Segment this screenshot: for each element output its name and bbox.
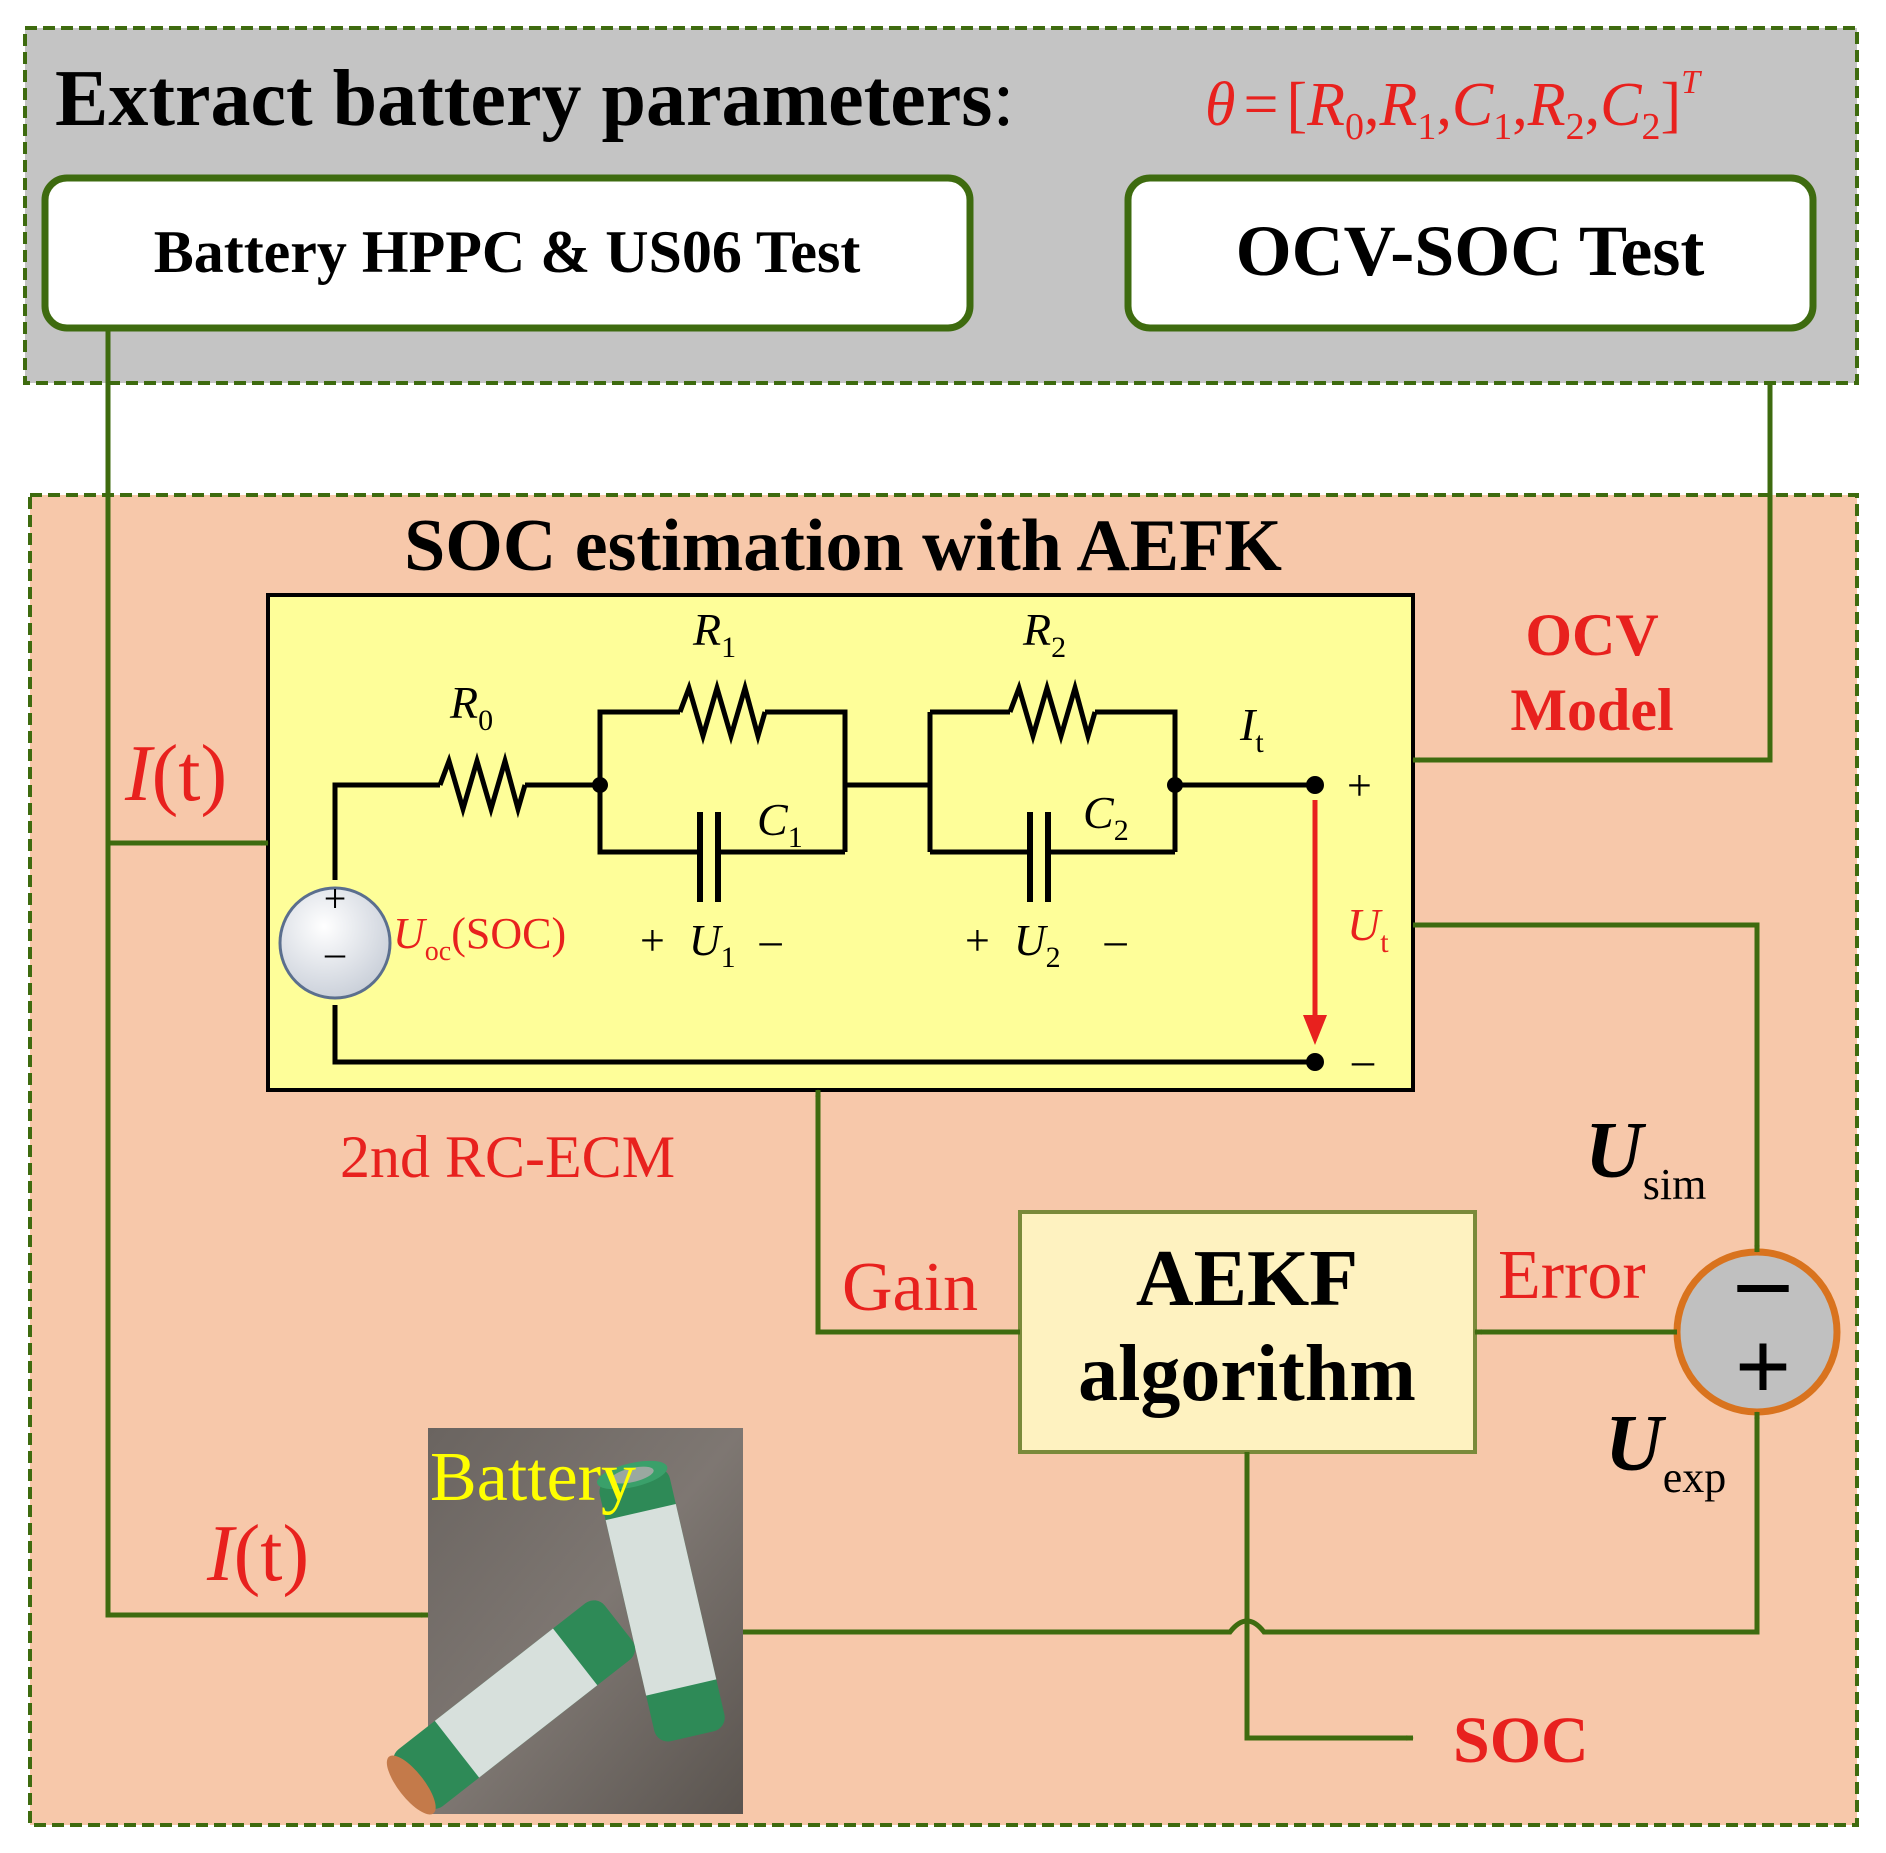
soc-output-line — [1244, 1452, 1414, 1741]
soc-estimation-title: SOC estimation with AEFK — [404, 505, 1282, 587]
gain-label: Gain — [842, 1249, 978, 1326]
ecm-circuit-panel — [266, 593, 1415, 1092]
u2-polarity-label: +U2– — [965, 916, 1128, 974]
u1-polarity-label: +U1– — [640, 916, 783, 974]
u-sim-label: Usim — [1585, 1107, 1706, 1209]
aekf-algorithm-box — [1018, 1210, 1477, 1454]
node-dot — [1167, 777, 1183, 793]
parameter-extraction-section: Extract battery parameters: θ=[R0,R1,C1,… — [23, 26, 1859, 385]
battery-cell-icon — [596, 1460, 725, 1742]
ut-label: Ut — [1347, 899, 1389, 959]
voltage-source-icon — [278, 886, 392, 1000]
error-label: Error — [1498, 1237, 1646, 1314]
r0-label: R0 — [449, 677, 493, 737]
source-minus-sign: – — [324, 930, 346, 975]
aekf-label-line2: algorithm — [1078, 1330, 1416, 1418]
c1-label: C1 — [757, 794, 803, 854]
ocv-model-label-line2: Model — [1510, 677, 1673, 743]
current-input-label: I(t) — [124, 730, 227, 818]
soc-estimation-section: SOC estimation with AEFK + – R0 — [28, 493, 1859, 1827]
it-label: It — [1239, 699, 1264, 759]
r0-resistor — [437, 751, 528, 819]
c2-capacitor — [1027, 812, 1051, 902]
hppc-test-box — [41, 174, 974, 332]
c2-label: C2 — [1083, 787, 1129, 847]
r1-resistor — [677, 678, 768, 746]
battery-photo-label: Battery — [430, 1439, 636, 1516]
r2-resistor — [1007, 678, 1098, 746]
c1-capacitor — [697, 812, 721, 902]
soc-output-label: SOC — [1453, 1704, 1589, 1777]
ocv-model-label-line1: OCV — [1525, 602, 1658, 668]
comparator-minus-sign: – — [1737, 1223, 1789, 1334]
hppc-test-label: Battery HPPC & US06 Test — [154, 219, 861, 285]
terminal-negative-dot — [1306, 1053, 1324, 1071]
ocv-model-line — [1412, 383, 1773, 763]
terminal-plus-sign: + — [1347, 761, 1372, 810]
r2-label: R2 — [1022, 604, 1066, 664]
section-title: Extract battery parameters: — [55, 55, 1015, 143]
u-sim-line — [1413, 922, 1760, 1253]
ut-arrow-head-icon — [1303, 1015, 1327, 1045]
terminal-minus-sign: – — [1351, 1036, 1375, 1085]
r1-label: R1 — [692, 604, 736, 664]
theta-formula: θ=[R0,R1,C1,R2,C2]T — [1205, 64, 1702, 148]
terminal-positive-dot — [1306, 776, 1324, 794]
comparator-plus-sign: + — [1735, 1311, 1792, 1422]
source-plus-sign: + — [324, 876, 347, 921]
circuit-wires — [332, 709, 1315, 1065]
uoc-label: Uoc(SOC) — [393, 909, 566, 967]
ecm-model-label: 2nd RC-ECM — [340, 1124, 675, 1190]
battery-photo: Battery — [386, 1428, 743, 1815]
battery-cell-icon — [386, 1600, 636, 1815]
u-exp-label: Uexp — [1605, 1400, 1726, 1502]
ocv-soc-test-label: OCV-SOC Test — [1236, 211, 1705, 291]
signal-lines — [105, 328, 1773, 1741]
node-dot — [592, 777, 608, 793]
gain-line — [815, 1089, 1020, 1335]
current-to-battery-line — [105, 843, 429, 1618]
current-battery-label: I(t) — [206, 1510, 309, 1598]
ocv-soc-test-box — [1124, 174, 1817, 332]
aekf-label-line1: AEKF — [1136, 1235, 1358, 1323]
